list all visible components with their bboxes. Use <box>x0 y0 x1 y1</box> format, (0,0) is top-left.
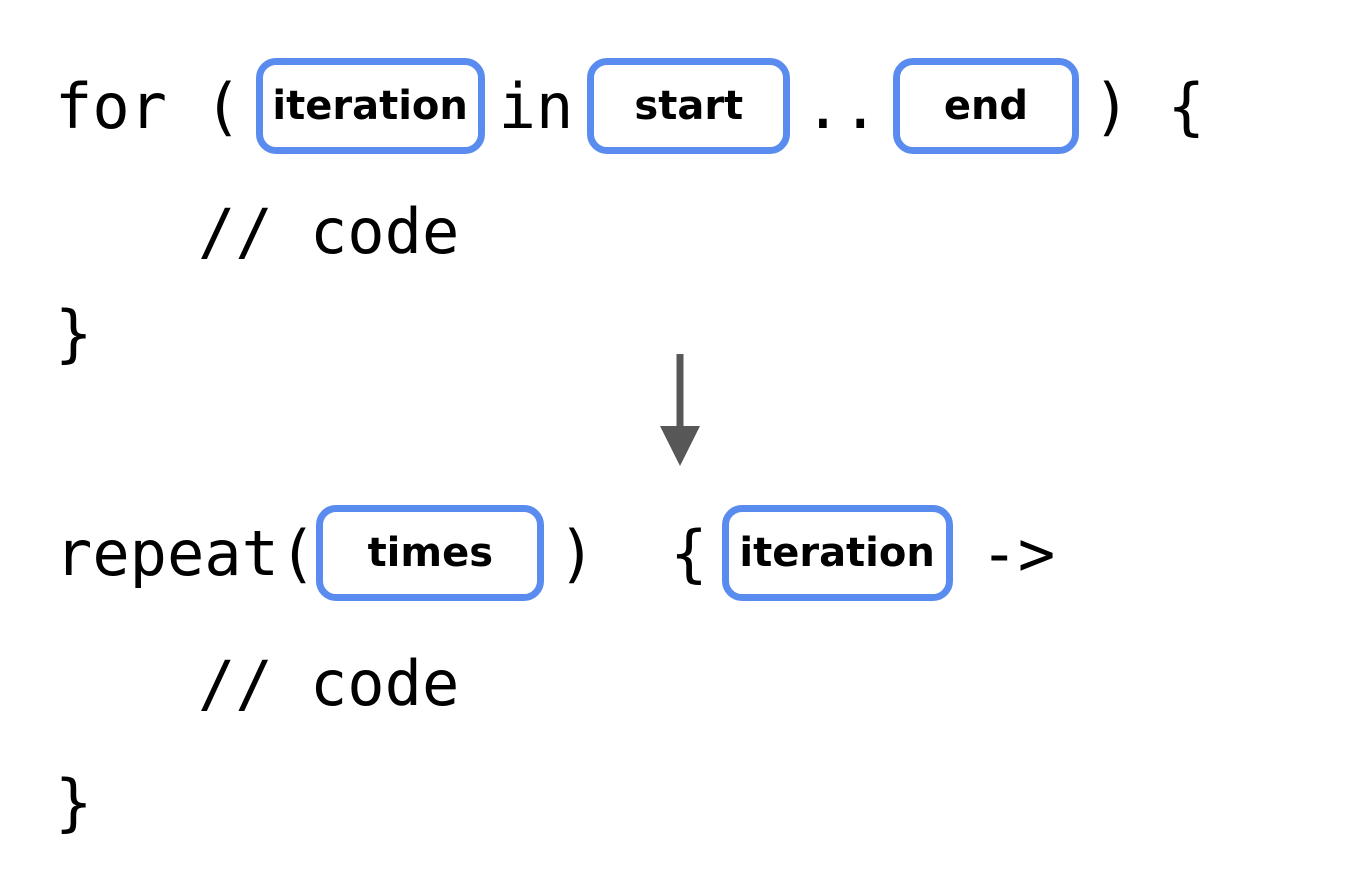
down-arrow-icon <box>650 352 710 477</box>
keyword-for: for ( <box>55 69 242 143</box>
comment-text-top: // code <box>198 194 460 268</box>
code-line-comment-top: // code <box>198 186 459 276</box>
range-operator: .. <box>804 69 879 143</box>
code-line-close-top: } <box>55 288 92 378</box>
brace-close-top: } <box>55 296 93 370</box>
slot-iteration-bottom[interactable]: iteration <box>721 505 953 601</box>
code-line-close-bottom: } <box>55 757 92 847</box>
code-line-for-header: for ( iteration in start .. end ) { <box>55 58 1205 154</box>
slot-end[interactable]: end <box>892 58 1079 154</box>
keyword-in: in <box>498 69 574 143</box>
comment-text-bottom: // code <box>198 646 460 720</box>
code-line-comment-bottom: // code <box>198 638 459 728</box>
slot-start[interactable]: start <box>587 58 791 154</box>
brace-close-bottom: } <box>55 765 93 839</box>
slot-times[interactable]: times <box>316 505 545 601</box>
lambda-arrow: -> <box>980 516 1056 590</box>
code-line-repeat-header: repeat( times ) { iteration -> <box>55 505 1055 601</box>
paren-brace-middle: ) { <box>558 516 708 590</box>
slot-iteration-top[interactable]: iteration <box>255 58 485 154</box>
brace-open-top: ) { <box>1092 69 1205 143</box>
keyword-repeat: repeat( <box>55 516 317 590</box>
